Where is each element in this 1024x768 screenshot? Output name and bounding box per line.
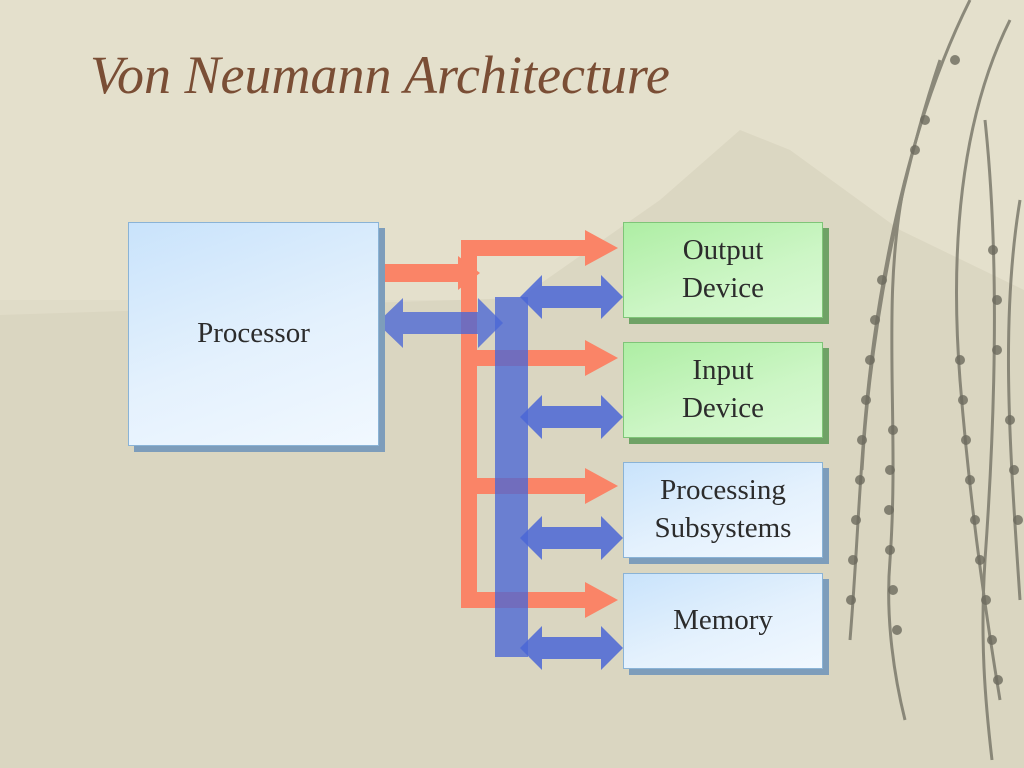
processing-subsystems-label-line1: Processing xyxy=(660,474,786,507)
processor-box: Processor xyxy=(128,222,379,446)
slide-title: Von Neumann Architecture xyxy=(90,45,670,105)
processor-data-link xyxy=(377,298,503,348)
data-branch-memory xyxy=(520,626,623,670)
processor-control-link xyxy=(375,264,465,282)
memory-box: Memory xyxy=(623,573,823,669)
control-bus-line xyxy=(461,240,477,608)
processing-subsystems-box: Processing Subsystems xyxy=(623,462,823,558)
data-branch-processing xyxy=(520,516,623,560)
input-device-label-line1: Input xyxy=(692,354,754,387)
data-branch-input xyxy=(520,395,623,439)
output-device-label-line2: Device xyxy=(681,272,765,304)
processing-subsystems-label-line2: Subsystems xyxy=(654,512,792,544)
data-bus-line xyxy=(495,297,528,657)
data-branch-output xyxy=(520,275,623,319)
willow-buds xyxy=(846,55,1023,685)
data-bus xyxy=(377,275,623,670)
processor-label: Processor xyxy=(197,317,310,350)
input-device-label-line2: Device xyxy=(681,392,765,424)
memory-label: Memory xyxy=(673,604,773,637)
output-device-box: Output Device xyxy=(623,222,823,318)
output-device-label-line1: Output xyxy=(682,234,764,267)
control-branch-output xyxy=(461,230,618,266)
input-device-box: Input Device xyxy=(623,342,823,438)
